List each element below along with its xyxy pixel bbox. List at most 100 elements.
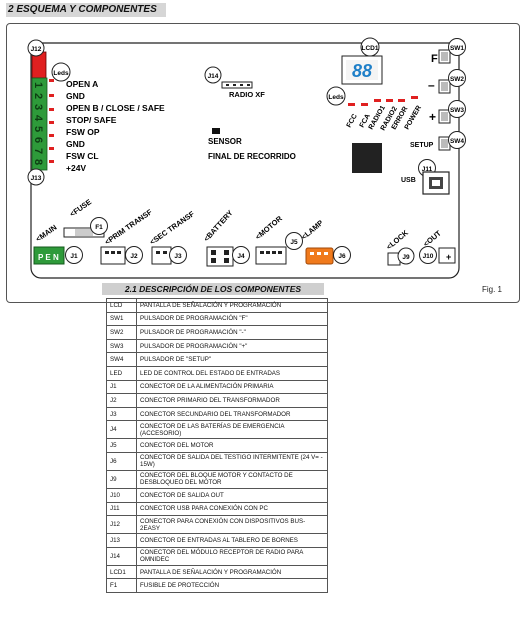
status-leds: [348, 96, 418, 106]
component-description: LED DE CONTROL DEL ESTADO DE ENTRADAS: [136, 365, 328, 381]
svg-text:2: 2: [32, 93, 44, 99]
board-diagram: J1 2 Leds 1 2 3 4 5 6 7 8 J13 OPEN A GND …: [27, 37, 466, 279]
j3-label: J3: [174, 253, 182, 260]
f1-label: F1: [95, 224, 103, 231]
component-description: CONECTOR DEL MOTOR: [136, 438, 328, 453]
component-description: PULSADOR DE PROGRAMACIÓN "-": [136, 325, 328, 340]
svg-text:OPEN B / CLOSE / SAFE: OPEN B / CLOSE / SAFE: [66, 103, 165, 113]
svg-text:OPEN A: OPEN A: [66, 79, 98, 89]
component-code: F1: [106, 578, 137, 593]
component-description: CONECTOR PARA CONEXIÓN CON DISPOSITIVOS …: [136, 515, 328, 535]
leds-left-label: Leds: [53, 70, 69, 77]
j9-label: J9: [402, 254, 410, 261]
component-code: J12: [106, 515, 137, 535]
j1-connector: [33, 246, 65, 265]
j4-connector: [206, 246, 234, 267]
terminal-leds: [49, 79, 54, 163]
button-sw4[interactable]: SETUP SW4: [410, 131, 466, 151]
button-sw2[interactable]: – SW2: [428, 69, 466, 94]
terminal-labels: OPEN A GND OPEN B / CLOSE / SAFE STOP/ S…: [66, 79, 165, 173]
section-title: 2 ESQUEMA Y COMPONENTES: [6, 3, 166, 17]
component-code: SW3: [106, 338, 137, 354]
component-description: CONECTOR DE LAS BATERÍAS DE EMERGENCIA (…: [136, 420, 328, 440]
svg-text:+24V: +24V: [66, 163, 86, 173]
component-code: LED: [106, 365, 137, 381]
component-code: J1: [106, 379, 137, 395]
svg-text:8: 8: [32, 159, 44, 165]
sw3-label: SW3: [450, 107, 464, 114]
j13-label: J13: [31, 175, 42, 182]
component-code: LCD1: [106, 564, 137, 580]
j14-label: J14: [208, 73, 219, 80]
button-minus-symbol: –: [428, 78, 435, 92]
j1-label: J1: [70, 253, 78, 260]
component-description: PULSADOR DE PROGRAMACIÓN "F": [136, 311, 328, 327]
j2-connector: [100, 246, 126, 265]
svg-text:5: 5: [32, 126, 44, 132]
component-description: PANTALLA DE SEÑALACIÓN Y PROGRAMACIÓN: [136, 298, 328, 313]
pen-label: P E N: [38, 253, 59, 262]
component-description: CONECTOR DEL BLOQUE MOTOR Y CONTACTO DE …: [136, 469, 328, 489]
lcd-digits: 88: [352, 61, 372, 81]
svg-text:STOP/ SAFE: STOP/ SAFE: [66, 115, 117, 125]
svg-text:GND: GND: [66, 139, 85, 149]
j3-connector: [151, 246, 172, 265]
leds-right-label: Leds: [328, 94, 344, 101]
component-code: SW2: [106, 325, 137, 340]
pcb-outline: [30, 42, 460, 279]
component-code: J5: [106, 438, 137, 453]
component-code: J3: [106, 406, 137, 422]
component-description: CONECTOR PRIMARIO DEL TRANSFORMADOR: [136, 393, 328, 408]
sw1-label: SW1: [450, 45, 464, 52]
terminal-numbers: 1 2 3 4 5 6 7 8: [32, 82, 44, 165]
component-code: J13: [106, 533, 137, 548]
button-sw1[interactable]: F SW1: [431, 38, 466, 66]
component-code: LCD: [106, 298, 137, 313]
component-description: CONECTOR DE SALIDA OUT: [136, 487, 328, 503]
component-code: J4: [106, 420, 137, 440]
component-description: PULSADOR DE "SETUP": [136, 352, 328, 367]
button-setup-label: SETUP: [410, 142, 434, 149]
component-code: J14: [106, 546, 137, 566]
figure-label: Fig. 1: [482, 285, 503, 294]
svg-text:1: 1: [32, 82, 44, 88]
component-code: J9: [106, 469, 137, 489]
svg-text:3: 3: [32, 104, 44, 110]
component-code: SW4: [106, 352, 137, 367]
sw2-label: SW2: [450, 76, 464, 83]
component-description: CONECTOR SECUNDARIO DEL TRANSFORMADOR: [136, 406, 328, 422]
button-sw3[interactable]: + SW3: [429, 100, 466, 125]
final-recorrido-label: FINAL DE RECORRIDO: [208, 152, 296, 161]
lcd1-label: LCD1: [362, 45, 379, 52]
sensor-chip: [212, 128, 220, 134]
button-plus-symbol: +: [429, 110, 436, 124]
usb-label: USB: [401, 177, 416, 184]
component-description: CONECTOR DE SALIDA DEL TESTIGO INTERMITE…: [136, 451, 328, 471]
component-code: J11: [106, 501, 137, 517]
j5-connector: [255, 246, 287, 265]
svg-text:+: +: [446, 252, 451, 262]
component-description: CONECTOR DE ENTRADAS AL TABLERO DE BORNE…: [136, 533, 328, 548]
svg-text:FSW CL: FSW CL: [66, 151, 99, 161]
component-code: SW1: [106, 311, 137, 327]
table-title: 2.1 DESCRIPCIÓN DE LOS COMPONENTES: [102, 283, 324, 295]
component-code: J10: [106, 487, 137, 503]
svg-text:6: 6: [32, 137, 44, 143]
sw4-label: SW4: [450, 138, 464, 145]
